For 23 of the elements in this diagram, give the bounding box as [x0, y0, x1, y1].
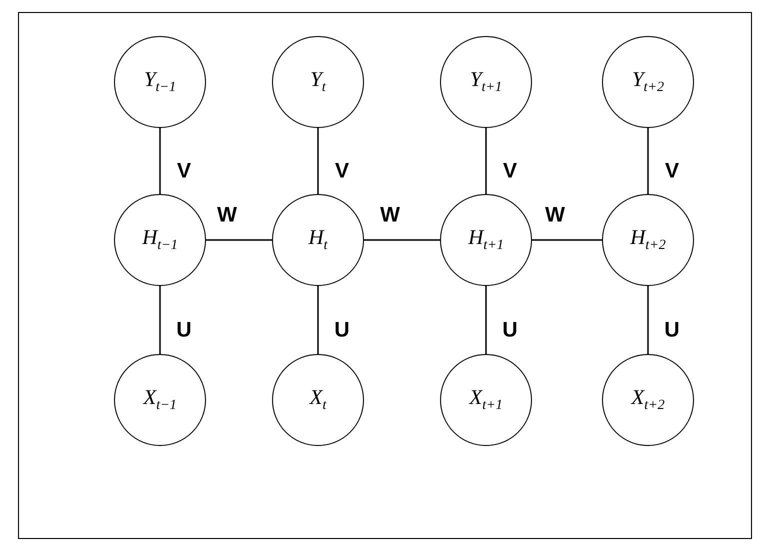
node-label: X$_{t}$ [310, 385, 326, 415]
connector-line [317, 128, 319, 194]
connector-line [485, 286, 487, 354]
node-label: X$_{t+2}$ [631, 385, 665, 415]
connector-line [485, 128, 487, 194]
node-label: X$_{t+1}$ [469, 385, 503, 415]
connector-line [532, 239, 602, 241]
connector-line [317, 286, 319, 354]
node-label: Y$_{t−1}$ [144, 67, 176, 97]
connector-line [159, 286, 161, 354]
node-label: Y$_{t}$ [310, 67, 326, 97]
node-label: Y$_{t+1}$ [470, 67, 502, 97]
node-label: H$_{t+1}$ [468, 225, 504, 255]
connector-line [647, 286, 649, 354]
node-label: X$_{t−1}$ [143, 385, 177, 415]
connector-line [647, 128, 649, 194]
connector-line [364, 239, 440, 241]
node-label: H$_{t−1}$ [142, 225, 178, 255]
node-label: Y$_{t+2}$ [632, 67, 664, 97]
connector-line [206, 239, 272, 241]
node-label: H$_{t+2}$ [630, 225, 666, 255]
node-label: H$_{t}$ [308, 225, 328, 255]
connector-line [159, 128, 161, 194]
